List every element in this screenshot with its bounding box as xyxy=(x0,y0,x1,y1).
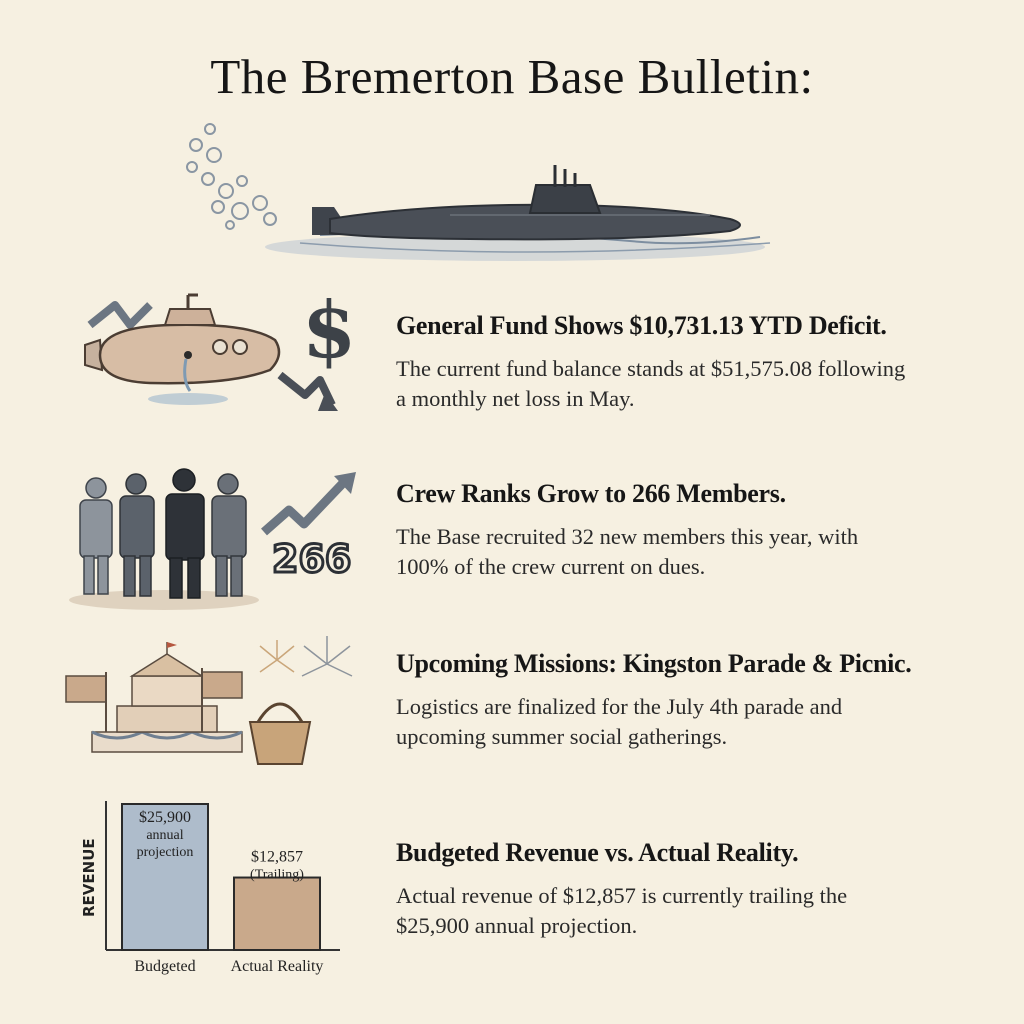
chart-bar-actual xyxy=(233,876,321,951)
parade-float-picnic-icon xyxy=(65,636,353,765)
crew-ranks-section: Crew Ranks Grow to 266 Members. The Base… xyxy=(396,478,996,582)
chart-category-label: Budgeted xyxy=(134,958,195,975)
fund-deficit-section: General Fund Shows $10,731.13 YTD Defici… xyxy=(396,310,996,414)
chart-data-label: $12,857 xyxy=(251,849,303,866)
chart-data-label: (Trailing) xyxy=(250,868,304,883)
chart-data-label: $25,900 xyxy=(139,809,191,826)
chart-data-label: annual xyxy=(146,828,183,843)
upcoming-missions-body: Logistics are finalized for the July 4th… xyxy=(396,694,843,749)
revenue-section: Budgeted Revenue vs. Actual Reality. Act… xyxy=(396,837,996,941)
chart-category-label: Actual Reality xyxy=(231,958,324,975)
page-title: The Bremerton Base Bulletin: xyxy=(210,49,814,104)
fund-deficit-heading: General Fund Shows $10,731.13 YTD Defici… xyxy=(396,311,887,340)
hero-submarine-icon xyxy=(186,123,771,261)
chart-y-axis-label: REVENUE xyxy=(80,838,98,917)
chart-data-label: projection xyxy=(137,845,194,860)
revenue-body: Actual revenue of $12,857 is currently t… xyxy=(396,883,848,938)
dollar-sign-icon: $ xyxy=(302,285,356,376)
upcoming-missions-section: Upcoming Missions: Kingston Parade & Pic… xyxy=(396,648,996,752)
crew-count-number: 266 xyxy=(272,537,351,581)
revenue-heading: Budgeted Revenue vs. Actual Reality. xyxy=(396,838,799,867)
crew-growth-icon: 266 xyxy=(69,468,356,610)
fund-deficit-body: The current fund balance stands at $51,5… xyxy=(396,356,906,411)
leaking-submarine-dollar-icon: $ xyxy=(84,285,356,411)
crew-ranks-heading: Crew Ranks Grow to 266 Members. xyxy=(396,479,786,508)
chart-bar-budgeted xyxy=(121,803,209,951)
crew-ranks-body: The Base recruited 32 new members this y… xyxy=(396,524,859,579)
upcoming-missions-heading: Upcoming Missions: Kingston Parade & Pic… xyxy=(396,649,912,678)
